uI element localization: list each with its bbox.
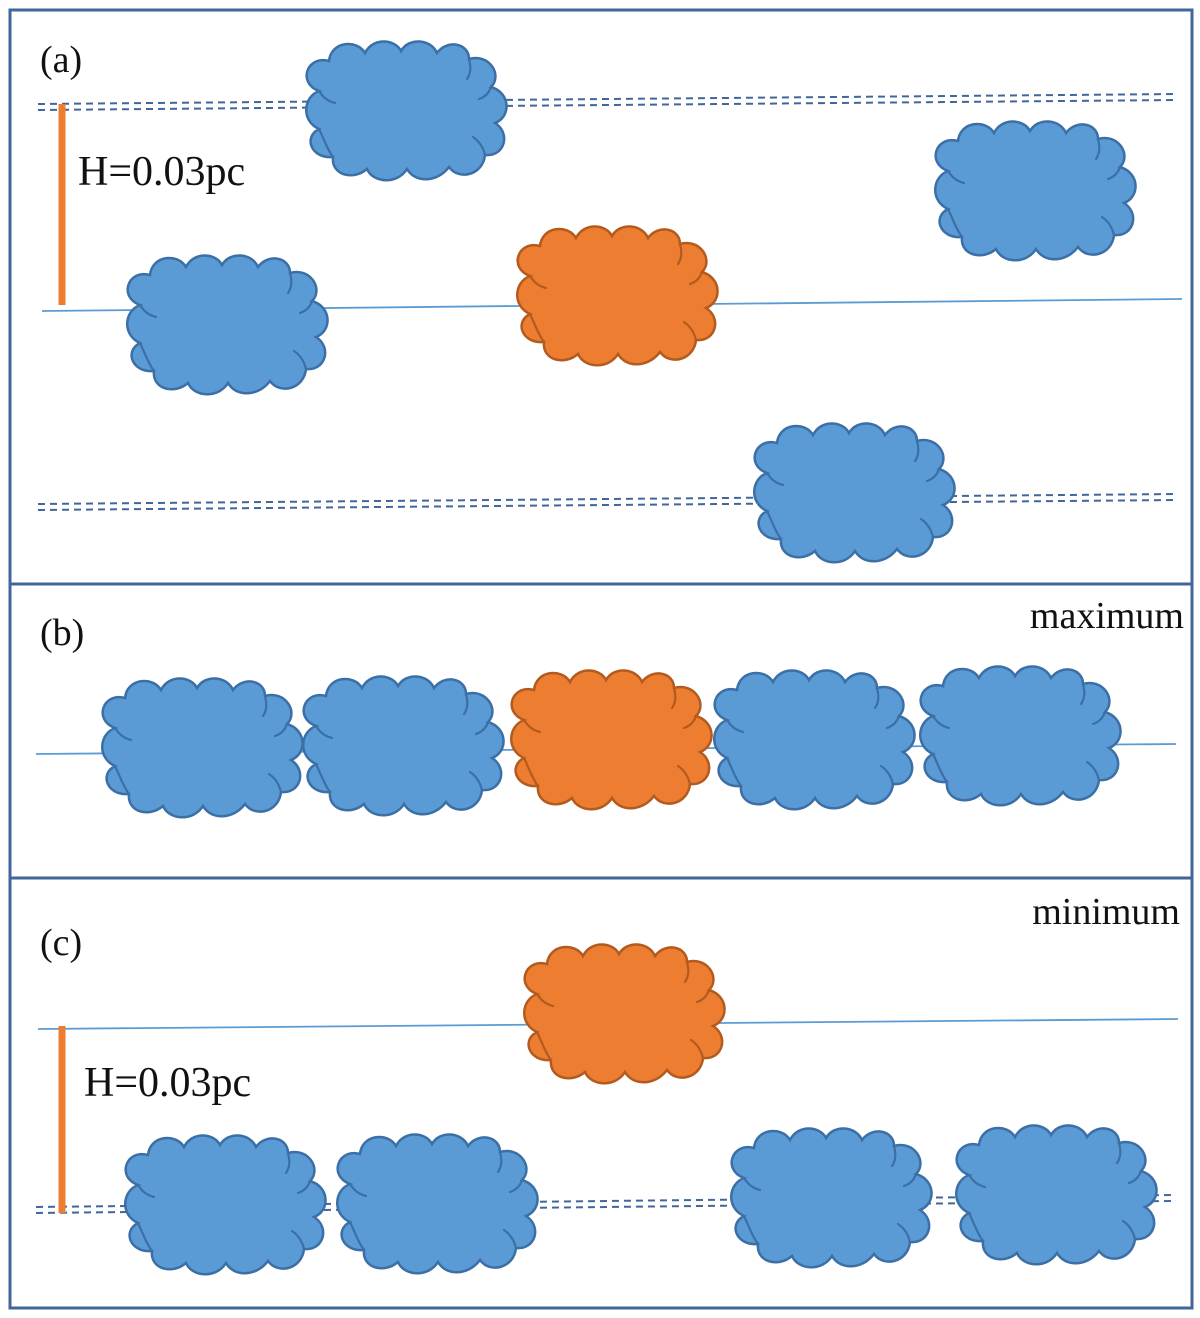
- cloud-blue: [304, 40, 508, 182]
- cloud-blue: [712, 669, 916, 811]
- cloud-blue: [729, 1127, 933, 1269]
- cloud-blue: [933, 120, 1137, 262]
- panel-a-label: (a): [40, 39, 82, 81]
- scale-label-a: H=0.03pc: [78, 149, 245, 195]
- panel-b-label: (b): [40, 612, 84, 654]
- cloud-blue: [918, 665, 1122, 807]
- cloud-blue: [125, 254, 329, 396]
- panel-b: (b) maximum: [8, 582, 1194, 880]
- cloud-blue: [752, 422, 956, 564]
- panel-b-corner-label: maximum: [1030, 595, 1184, 637]
- scale-label-c: H=0.03pc: [84, 1060, 251, 1106]
- cloud-orange: [515, 225, 719, 367]
- cloud-orange: [509, 669, 713, 811]
- panel-c-corner-label: minimum: [1032, 891, 1180, 933]
- cloud-blue: [123, 1134, 327, 1276]
- cloud-blue: [100, 677, 304, 819]
- cloud-blue: [301, 675, 505, 817]
- lower-boundary-dashed-line: [37, 493, 1179, 511]
- panel-c-label: (c): [40, 922, 82, 964]
- panel-c: (c) minimum H=0.03pc: [8, 876, 1194, 1310]
- panel-a: (a) H=0.03pc: [8, 8, 1194, 586]
- upper-boundary-dashed-line: [37, 93, 1179, 111]
- cloud-blue: [335, 1133, 539, 1275]
- cloud-blue: [954, 1124, 1158, 1266]
- cloud-orange: [522, 943, 726, 1085]
